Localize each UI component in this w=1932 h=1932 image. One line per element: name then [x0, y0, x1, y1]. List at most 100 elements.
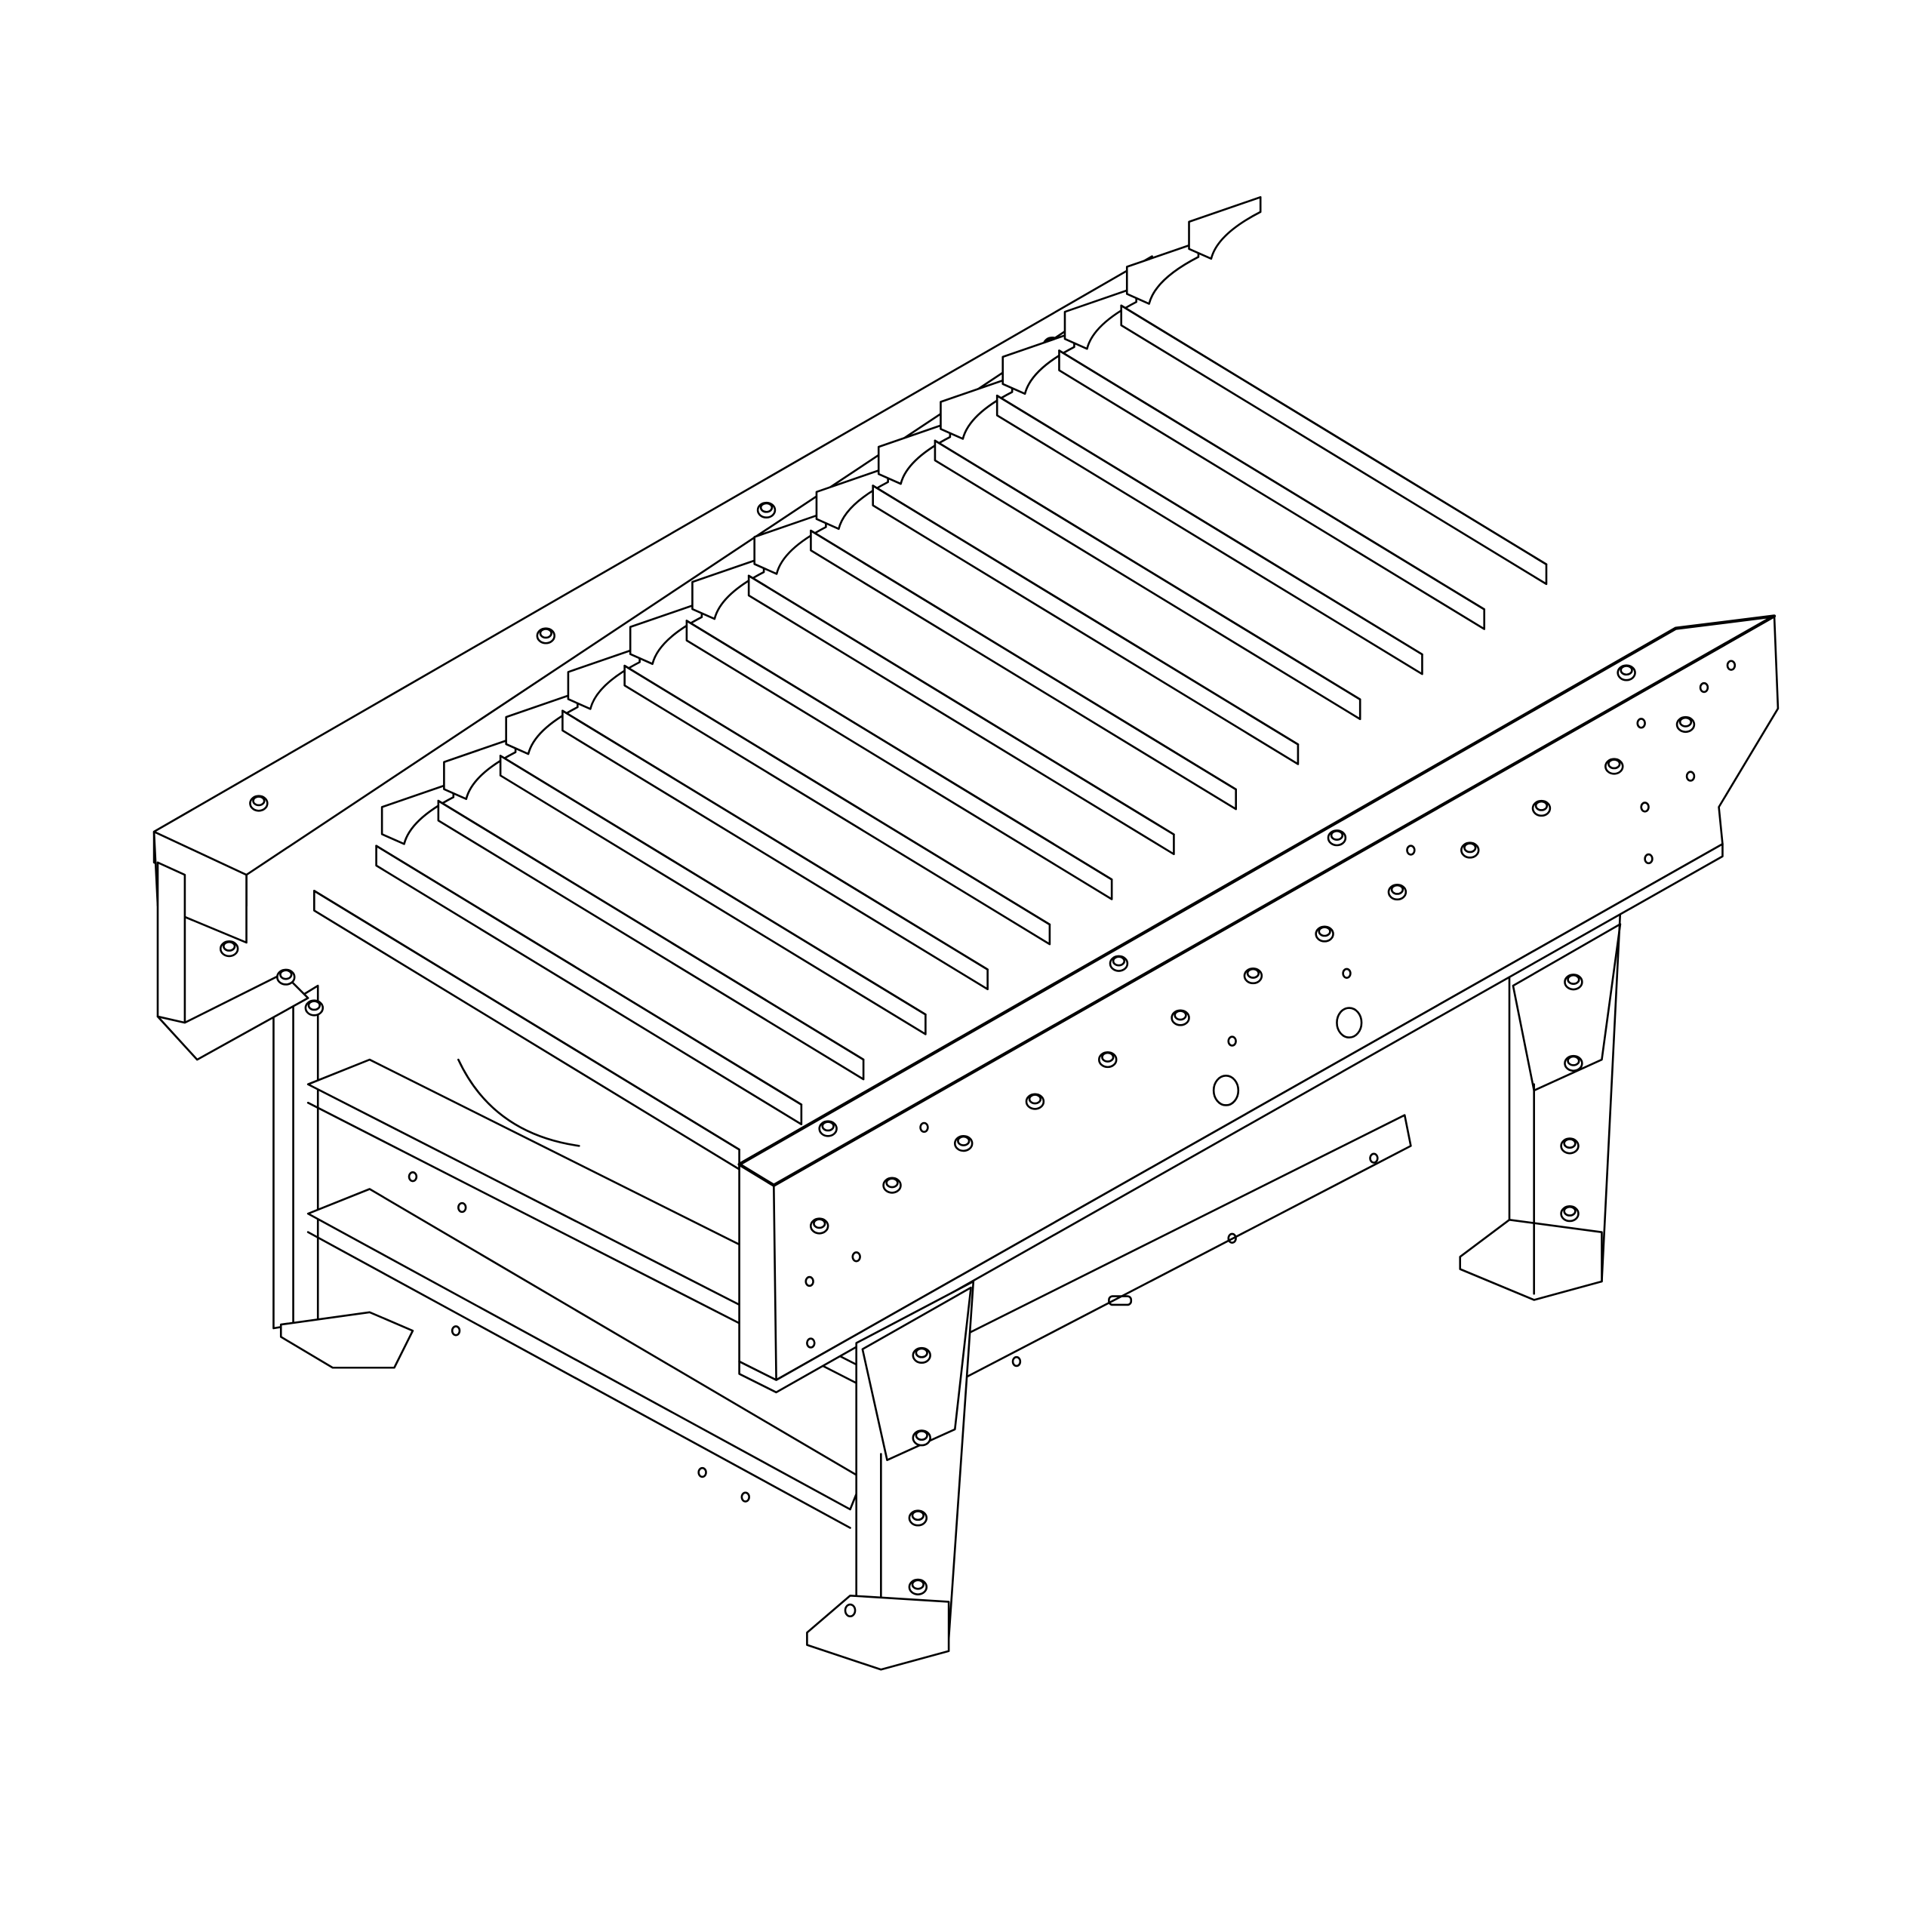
roller-top-edge — [561, 709, 989, 971]
front-legs — [806, 1280, 975, 1671]
roller-axle-bolt — [1531, 799, 1552, 817]
front-side-rail — [737, 614, 1780, 1394]
bolt-hex-icon — [759, 502, 774, 513]
bolt-hex-icon — [279, 969, 293, 980]
drive-pulley — [457, 1058, 580, 1147]
mounting-hole — [1644, 853, 1654, 865]
bolt-hex-icon — [1390, 884, 1404, 895]
beam-edge — [306, 1231, 851, 1529]
leg-bolt — [908, 1509, 928, 1527]
bolt-hex-icon — [539, 628, 552, 639]
roller-top-edge — [872, 485, 1300, 746]
back-rail-bolt — [756, 501, 777, 519]
front-rail-bottom-flange — [738, 843, 1724, 1394]
roller-notch — [443, 736, 517, 801]
roller-axle-bolt — [1604, 758, 1624, 775]
roller-axle-bolt — [1387, 883, 1407, 901]
mounting-hole — [1406, 844, 1416, 856]
bolt-hex-icon — [911, 1510, 924, 1521]
mounting-hole — [804, 1275, 814, 1287]
roller-notch — [1063, 286, 1137, 350]
conveyor-legs — [272, 910, 1622, 1369]
slot-hole — [1108, 1295, 1133, 1306]
mounting-hole — [740, 1491, 750, 1503]
bolt-hex-icon — [1318, 926, 1331, 937]
bolt-hex-icon — [821, 1121, 835, 1132]
roller-axle-bolt — [1171, 1009, 1190, 1026]
roller-top-edge — [934, 439, 1361, 701]
bolt-hex-icon — [1174, 1010, 1187, 1021]
leg-bolt — [1560, 1205, 1580, 1223]
front-foot-plate — [806, 1594, 950, 1671]
mounting-hole — [1636, 718, 1646, 729]
mounting-hole — [806, 1337, 816, 1349]
leg-bolt — [908, 1578, 928, 1595]
roller-top-edge — [375, 844, 803, 1106]
leg-bolt — [1560, 1137, 1580, 1155]
front-right-leg — [855, 1280, 975, 1653]
roller-top-edge — [623, 664, 1051, 926]
roller-axle-bolt — [1025, 1093, 1045, 1110]
roller-notch — [877, 421, 952, 485]
end-bolt — [304, 999, 325, 1017]
mounting-hole — [697, 1466, 707, 1478]
back-rail-end-face — [156, 861, 186, 1030]
bolt-hex-icon — [957, 1135, 971, 1146]
roller-top-edge — [747, 574, 1175, 835]
rail-top-bolt — [1327, 829, 1347, 847]
roller-notch — [629, 601, 703, 666]
bolt-hex-icon — [1563, 1138, 1577, 1149]
mounting-hole — [1685, 771, 1696, 782]
roller-axle-bolt — [882, 1177, 902, 1194]
bolt-hex-icon — [915, 1430, 928, 1441]
front-rail-top-flange — [737, 614, 1777, 1187]
mounting-hole — [1640, 801, 1650, 813]
bolt-hex-icon — [911, 1579, 924, 1590]
bolt-hex-icon — [1620, 665, 1633, 676]
bolt-hex-icon — [1246, 968, 1260, 979]
rollers — [313, 195, 1548, 1171]
bolt-hex-icon — [1678, 716, 1693, 728]
roller-notch — [753, 511, 827, 575]
mounting-hole — [1369, 1152, 1379, 1164]
bolt-hex-icon — [1567, 974, 1580, 985]
bolt-hex-icon — [1463, 842, 1477, 854]
roller-axle-bolt — [1243, 967, 1263, 985]
mounting-hole — [451, 1325, 461, 1337]
mounting-hole — [1227, 1035, 1237, 1047]
back-right-foot-plate — [1459, 1219, 1603, 1301]
bolt-hex-icon — [1567, 1055, 1580, 1066]
roller-axle-bolt — [1315, 925, 1334, 943]
roller-top-edge — [995, 394, 1423, 656]
mounting-hole — [919, 1121, 929, 1134]
leg-gusset — [1512, 923, 1622, 1092]
drive-shaft-hole — [1212, 1075, 1240, 1106]
bolt-hex-icon — [1101, 1051, 1115, 1063]
front-rail-corner — [772, 1184, 777, 1381]
roller-axle-bolt — [1098, 1051, 1118, 1069]
back-rail-bottom-bracket — [156, 972, 309, 1061]
roller-notch — [567, 646, 641, 710]
roller-notch — [505, 691, 579, 755]
leg-bolt — [1564, 1054, 1583, 1072]
leg-bolt — [912, 1346, 931, 1364]
leg-bolt — [1564, 974, 1583, 991]
roller-axle-bolt — [954, 1135, 974, 1152]
roller-notch — [1188, 195, 1262, 260]
back-left-leg — [272, 984, 319, 1330]
roller-axle-bolt — [1675, 715, 1696, 734]
roller-top-edge — [1058, 349, 1486, 611]
mounting-hole — [851, 1251, 861, 1263]
roller-axle-bolt — [1460, 841, 1480, 859]
roller-notch — [691, 556, 765, 620]
roller-top-edge — [685, 620, 1113, 881]
roller-top-edge — [810, 529, 1237, 791]
bolt-hex-icon — [1028, 1094, 1042, 1105]
mounting-hole — [1342, 968, 1352, 979]
end-bolt — [219, 940, 239, 958]
drive-shaft-hole — [1336, 1007, 1363, 1038]
back-rail-bolt — [536, 627, 555, 645]
roller-notch — [1001, 331, 1075, 395]
back-left-foot-plate — [279, 1311, 414, 1369]
